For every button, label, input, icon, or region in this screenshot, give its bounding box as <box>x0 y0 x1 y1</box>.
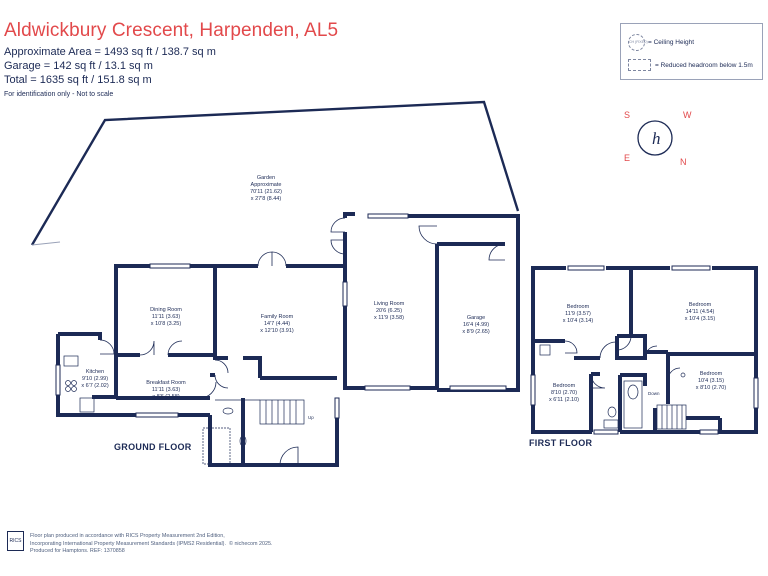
garden-label: Garden Approximate 70'11 (21.62) x 27'8 … <box>250 175 282 202</box>
first-floor-walls <box>531 266 758 434</box>
room-bedroom2-dims1: 14'11 (4.54) <box>686 309 715 315</box>
first-floor-fixtures <box>539 344 687 430</box>
room-breakfast-dims2: x 8'6 (2.58) <box>152 394 180 400</box>
compass-letter-s: S <box>624 110 630 120</box>
room-bedroom1-dims1: 11'9 (3.57) <box>565 311 591 317</box>
footer-copyright: © nichecom 2025. <box>228 540 273 547</box>
room-bedroom4-name: Bedroom <box>700 371 723 377</box>
ground-floor-label: GROUND FLOOR <box>114 442 192 452</box>
room-kitchen-name: Kitchen <box>86 369 104 375</box>
first-floor-doors <box>564 335 681 389</box>
legend: CH (FIXED) = Ceiling Height = Reduced he… <box>620 23 763 80</box>
approx-area: Approximate Area = 1493 sq ft / 138.7 sq… <box>4 46 216 58</box>
room-garage-name: Garage <box>467 315 485 321</box>
reduced-headroom-label: = Reduced headroom below 1.5m <box>655 61 753 69</box>
room-garage-dims2: x 8'9 (2.65) <box>462 329 490 335</box>
ground-floor-walls <box>56 212 520 467</box>
footer-line-2: Incorporating International Property Mea… <box>30 540 226 547</box>
legend-reduced-headroom: = Reduced headroom below 1.5m <box>628 59 753 71</box>
disclaimer: For identification only - Not to scale <box>4 91 114 98</box>
room-dining-name: Dining Room <box>150 307 182 313</box>
room-bedroom4-dims2: x 8'10 (2.70) <box>696 385 727 391</box>
room-living-dims2: x 11'9 (3.58) <box>374 315 404 321</box>
ground-stair-marker: Up <box>308 415 314 420</box>
ceiling-height-icon: CH (FIXED) <box>628 34 648 51</box>
room-bedroom1-dims2: x 10'4 (3.14) <box>563 318 594 324</box>
footer-line-1: Floor plan produced in accordance with R… <box>30 533 225 539</box>
compass-letter-n: N <box>680 157 687 167</box>
compass-letter-w: W <box>683 110 692 120</box>
logo-ring <box>637 120 673 156</box>
first-stair-marker: Down <box>648 391 660 396</box>
garden-dims2: x 27'8 (8.44) <box>251 196 282 202</box>
room-bedroom3-dims1: 8'10 (2.70) <box>551 390 577 396</box>
footer-line-3: Produced for Hamptons. REF: 1370858 <box>30 548 125 555</box>
legend-ceiling-height: CH (FIXED) = Ceiling Height <box>628 34 694 51</box>
reduced-headroom-icon <box>628 59 651 71</box>
room-breakfast-dims1: 11'11 (3.63) <box>152 387 181 393</box>
room-garage-dims1: 16'4 (4.99) <box>463 322 489 328</box>
page-title: Aldwickbury Crescent, Harpenden, AL5 <box>4 20 339 41</box>
ground-floor-stairs <box>63 355 305 465</box>
logo-monogram: h <box>652 129 661 148</box>
room-bedroom3-dims2: x 6'11 (2.10) <box>549 397 579 403</box>
rics-badge: RICS <box>7 531 24 551</box>
room-living-name: Living Room <box>374 301 405 307</box>
total-area: Total = 1635 sq ft / 151.8 sq m <box>4 74 152 86</box>
ground-floor-doors <box>99 217 506 466</box>
room-dining-dims1: 11'11 (3.63) <box>152 314 181 320</box>
garden-boundary <box>30 100 520 246</box>
room-bedroom2-name: Bedroom <box>689 302 712 308</box>
room-breakfast-name: Breakfast Room <box>146 380 186 386</box>
room-bedroom3-name: Bedroom <box>553 383 576 389</box>
garden-name: Garden <box>257 175 275 181</box>
room-dining-dims2: x 10'8 (3.25) <box>151 321 182 327</box>
first-floor-labels: Bedroom 11'9 (3.57) x 10'4 (3.14) Bedroo… <box>549 302 726 403</box>
first-floor-windows <box>530 265 759 435</box>
ground-floor-windows <box>55 213 507 419</box>
compass-logo: h S W N E <box>624 110 692 167</box>
room-family-dims2: x 12'10 (3.91) <box>260 328 294 334</box>
compass-letter-e: E <box>624 153 630 163</box>
room-kitchen-dims1: 9'10 (2.99) <box>82 376 108 382</box>
room-living-dims1: 20'6 (6.25) <box>376 308 402 314</box>
ceiling-height-label: = Ceiling Height <box>648 39 695 46</box>
garden-dims1: 70'11 (21.62) <box>250 189 282 195</box>
footer-notes: Floor plan produced in accordance with R… <box>30 533 273 556</box>
room-bedroom2-dims2: x 10'4 (3.15) <box>685 316 716 322</box>
first-floor-label: FIRST FLOOR <box>529 438 593 448</box>
ceiling-badge-text: CH (FIXED) <box>629 40 648 44</box>
room-bedroom1-name: Bedroom <box>567 304 590 310</box>
garden-sub: Approximate <box>251 182 282 188</box>
garage-area: Garage = 142 sq ft / 13.1 sq m <box>4 60 153 72</box>
room-kitchen-dims2: x 6'7 (2.02) <box>81 383 109 389</box>
ground-floor-labels: Dining Room 11'11 (3.63) x 10'8 (3.25) F… <box>81 301 490 400</box>
room-family-name: Family Room <box>261 314 294 320</box>
room-family-dims1: 14'7 (4.44) <box>264 321 290 327</box>
room-bedroom4-dims1: 10'4 (3.15) <box>698 378 724 384</box>
